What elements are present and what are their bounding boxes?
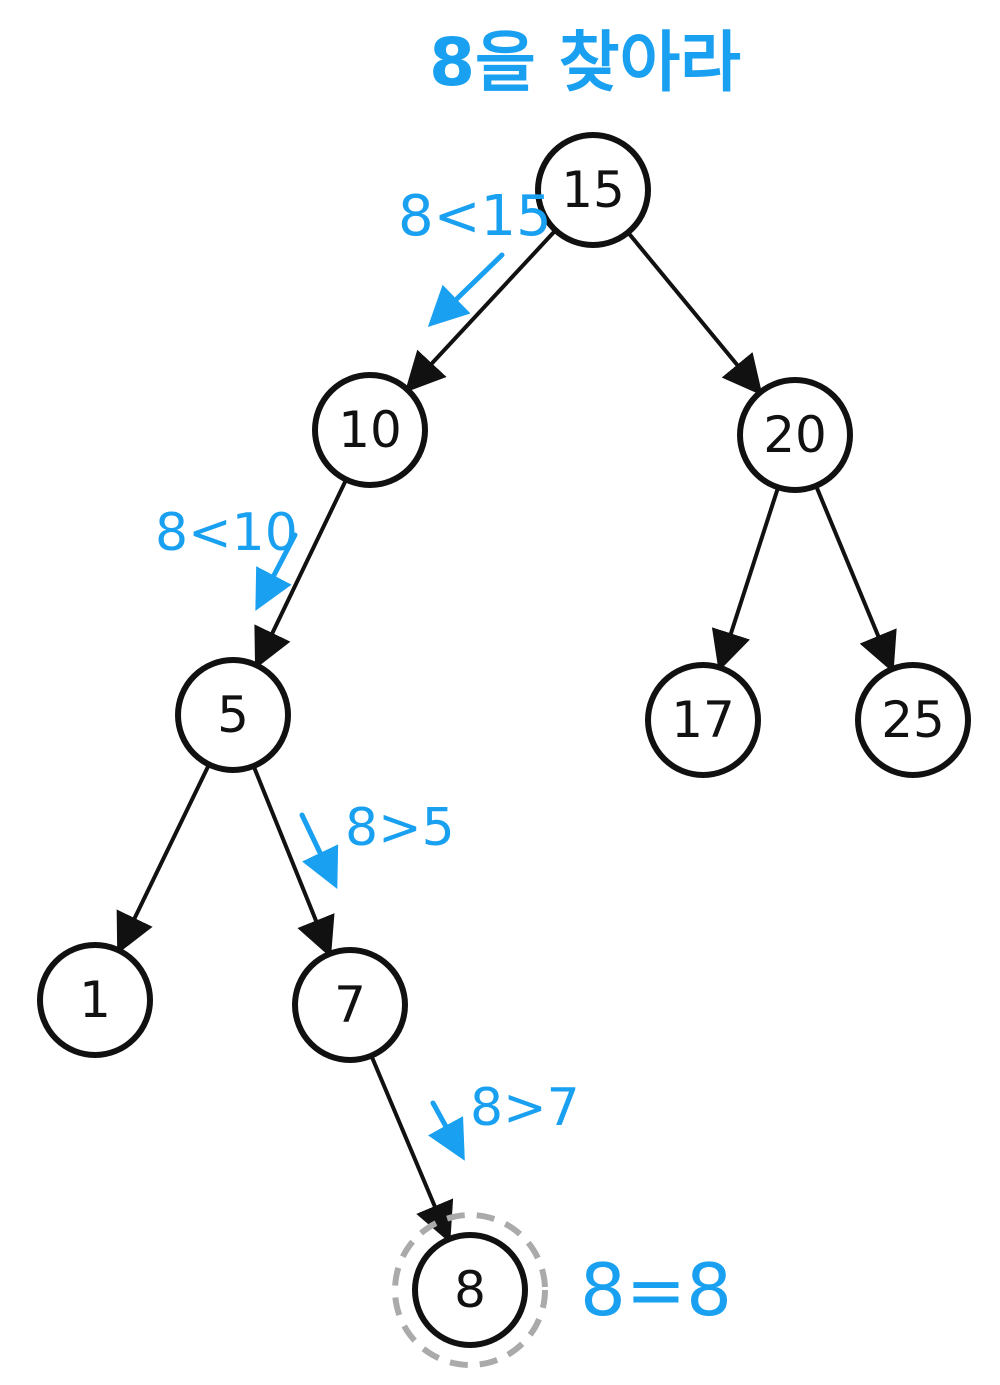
direction-arrow-icon: [255, 532, 298, 611]
comparison-label: 8<15: [398, 184, 552, 249]
node-value: 5: [217, 686, 249, 744]
node-circle: [175, 657, 291, 773]
node-value: 10: [338, 401, 402, 459]
edge-20-17: [711, 486, 781, 672]
node-circle: [292, 947, 408, 1063]
node-circle: [37, 942, 153, 1058]
node-value: 20: [763, 406, 827, 464]
search-step-1: 8<15: [398, 184, 552, 327]
search-step-2: 8<10: [155, 503, 298, 611]
tree-node-15: 15: [535, 132, 651, 248]
edge-15-10: [404, 228, 558, 393]
node-value: 15: [561, 161, 625, 219]
edge-15-20: [626, 231, 763, 396]
node-circle: [535, 132, 651, 248]
direction-arrow-icon: [427, 252, 505, 327]
node-value: 7: [334, 976, 366, 1034]
tree-node-7: 7: [292, 947, 408, 1063]
node-value: 1: [79, 971, 111, 1029]
edge-10-5: [254, 478, 348, 670]
edge-5-7: [251, 765, 335, 958]
tree-node-1: 1: [37, 942, 153, 1058]
target-highlight-ring: [392, 1212, 548, 1368]
tree-node-17: 17: [645, 662, 761, 778]
tree-node-8: 8: [412, 1232, 528, 1348]
node-circle: [412, 1232, 528, 1348]
node-circle: [645, 662, 761, 778]
result-label: 8=8: [580, 1248, 732, 1332]
comparison-label: 8>7: [470, 1078, 580, 1138]
tree-node-20: 20: [737, 377, 853, 493]
direction-arrow-icon: [428, 1100, 465, 1161]
node-circle: [312, 372, 428, 488]
node-value: 17: [671, 691, 735, 749]
comparison-label: 8>5: [345, 798, 455, 858]
title: 8을 찾아라: [429, 24, 741, 101]
tree-node-5: 5: [175, 657, 291, 773]
node-circle: [855, 662, 971, 778]
node-value: 25: [881, 691, 945, 749]
node-circle: [737, 377, 853, 493]
tree-node-25: 25: [855, 662, 971, 778]
edge-5-1: [116, 763, 211, 955]
search-step-3: 8>5: [299, 798, 455, 890]
direction-arrow-icon: [299, 812, 339, 890]
edge-20-25: [814, 485, 897, 673]
tree-node-10: 10: [312, 372, 428, 488]
comparison-label: 8<10: [155, 503, 298, 563]
edge-7-8: [369, 1054, 454, 1243]
node-value: 8: [454, 1261, 486, 1319]
search-step-4: 8>7: [428, 1078, 580, 1161]
